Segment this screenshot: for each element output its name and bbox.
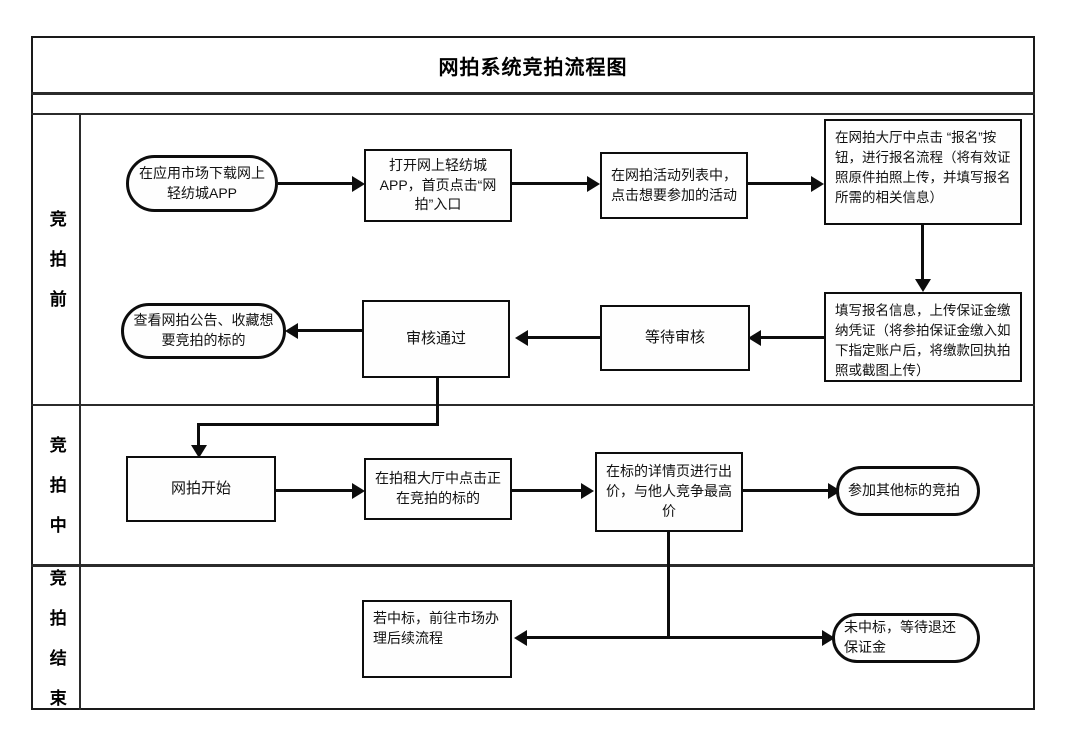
node-won[interactable]: 若中标，前往市场办理后续流程 — [362, 600, 512, 678]
node-wait-review-label: 等待审核 — [644, 329, 705, 347]
node-click-target[interactable]: 在拍租大厅中点击正在竞拍的标的 — [364, 458, 512, 520]
node-view-notice[interactable]: 查看网拍公告、收藏想要竞拍的标的 — [121, 303, 286, 359]
arrow-signup-to-fillinfo — [915, 279, 931, 292]
node-open-app-label: 打开网上轻纺城APP，首页点击“网拍”入口 — [379, 156, 497, 213]
connector-wait-to-passed — [520, 336, 600, 339]
arrow-open-to-choose — [587, 175, 600, 192]
connector-open-to-choose — [512, 182, 590, 185]
connector-split-right — [667, 636, 825, 639]
row-divider-1 — [31, 404, 1035, 406]
node-join-other[interactable]: 参加其他标的竞拍 — [836, 466, 980, 516]
node-signup-label: 在网拍大厅中点击 “报名”按钮，进行报名流程（将有效证照原件拍照上传，并填写报名… — [835, 130, 1011, 205]
arrow-passed-to-notice — [285, 322, 298, 339]
row-label-before: 竞 拍 前 — [46, 210, 66, 309]
node-choose-event-label: 在网拍活动列表中，点击想要参加的活动 — [611, 166, 737, 203]
connector-passed-left — [197, 423, 439, 426]
node-auction-start[interactable]: 网拍开始 — [126, 456, 276, 522]
diagram-outer-frame — [31, 36, 1035, 710]
node-not-won[interactable]: 未中标，等待退还保证金 — [832, 613, 980, 663]
node-bid[interactable]: 在标的详情页进行出价，与他人竞争最高价 — [595, 452, 743, 532]
title-divider — [31, 92, 1035, 95]
row-divider-2 — [31, 564, 1035, 567]
node-review-passed-label: 审核通过 — [405, 330, 466, 348]
node-bid-label: 在标的详情页进行出价，与他人竞争最高价 — [606, 463, 732, 519]
node-click-target-label: 在拍租大厅中点击正在竞拍的标的 — [375, 470, 501, 506]
node-auction-start-label: 网拍开始 — [170, 480, 231, 498]
connector-choose-to-signup — [748, 182, 814, 185]
row-label-during: 竞 拍 中 — [46, 435, 66, 535]
connector-bid-down — [667, 532, 670, 637]
node-download-app[interactable]: 在应用市场下载网上轻纺城APP — [126, 155, 278, 212]
connector-passed-down — [436, 378, 439, 425]
node-choose-event[interactable]: 在网拍活动列表中，点击想要参加的活动 — [600, 152, 748, 219]
arrow-click-to-bid — [581, 482, 594, 499]
label-column-divider — [79, 115, 81, 710]
arrow-split-to-won — [514, 630, 527, 646]
connector-signup-to-fillinfo — [921, 225, 924, 283]
connector-passed-to-notice — [290, 329, 362, 332]
node-wait-review[interactable]: 等待审核 — [600, 305, 750, 371]
node-view-notice-label: 查看网拍公告、收藏想要竞拍的标的 — [133, 312, 274, 348]
arrow-download-to-open — [352, 175, 365, 192]
connector-download-to-open — [278, 182, 354, 185]
arrow-fillinfo-to-wait — [748, 329, 761, 346]
connector-split-left — [519, 636, 670, 639]
node-fill-info[interactable]: 填写报名信息，上传保证金缴纳凭证（将参拍保证金缴入如下指定账户后，将缴款回执拍照… — [824, 292, 1022, 382]
node-review-passed[interactable]: 审核通过 — [362, 300, 510, 378]
arrow-passed-to-start — [190, 445, 207, 458]
connector-passed-to-start-down — [197, 423, 200, 449]
node-signup[interactable]: 在网拍大厅中点击 “报名”按钮，进行报名流程（将有效证照原件拍照上传，并填写报名… — [824, 119, 1022, 225]
connector-start-to-click — [276, 489, 354, 492]
node-join-other-label: 参加其他标的竞拍 — [848, 482, 960, 499]
node-open-app[interactable]: 打开网上轻纺城APP，首页点击“网拍”入口 — [364, 149, 512, 222]
header-divider — [31, 113, 1035, 115]
arrow-choose-to-signup — [811, 175, 824, 192]
connector-click-to-bid — [512, 489, 584, 492]
node-fill-info-label: 填写报名信息，上传保证金缴纳凭证（将参拍保证金缴入如下指定账户后，将缴款回执拍照… — [835, 303, 1011, 378]
node-not-won-label: 未中标，等待退还保证金 — [844, 619, 956, 655]
arrow-start-to-click — [352, 482, 365, 499]
connector-bid-to-other — [743, 489, 831, 492]
node-won-label: 若中标，前往市场办理后续流程 — [373, 610, 499, 646]
connector-fillinfo-to-wait — [752, 336, 824, 339]
arrow-wait-to-passed — [515, 329, 528, 346]
node-download-app-label: 在应用市场下载网上轻纺城APP — [139, 164, 265, 201]
row-label-end: 竞 拍 结 束 — [46, 569, 66, 708]
page-title: 网拍系统竞拍流程图 — [438, 56, 628, 79]
